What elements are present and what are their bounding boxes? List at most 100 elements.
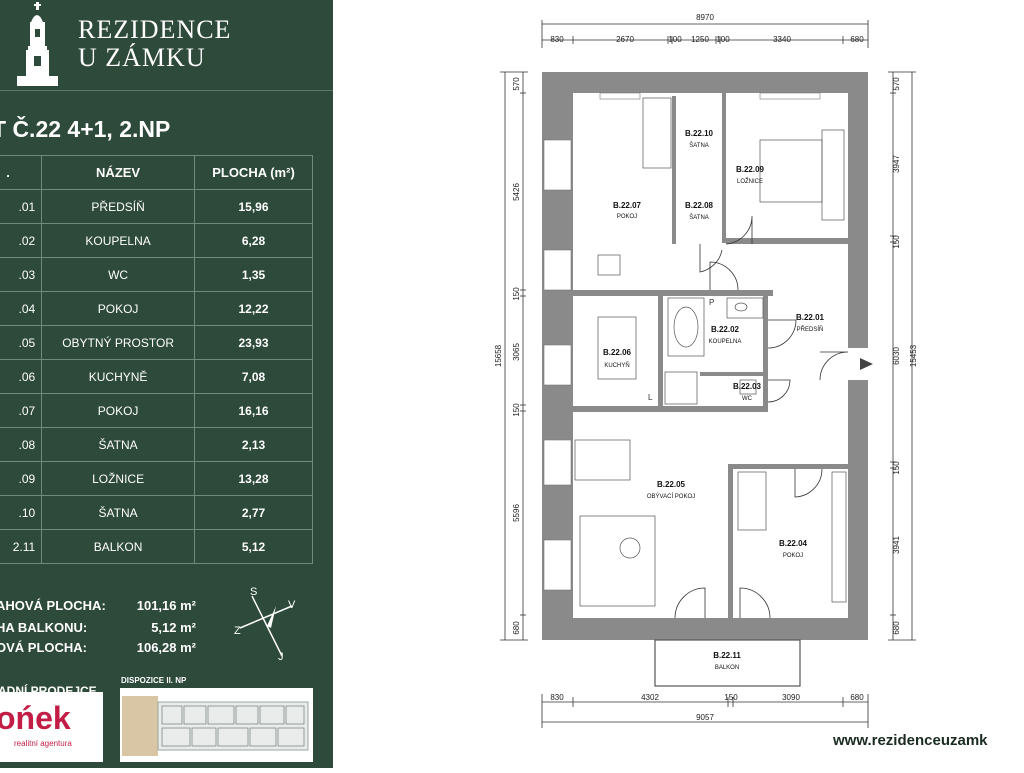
dim-top-total: 8970: [696, 13, 714, 22]
castle-tower-logo-icon: [17, 2, 58, 86]
agency-logo-text: ońek: [0, 700, 71, 736]
room-name: KUCHYNĚ: [41, 359, 195, 394]
room-code-02: B.22.02: [711, 325, 740, 334]
room-number: .04: [0, 291, 43, 326]
dim-top-4: 1250: [691, 35, 709, 44]
room-code-08: B.22.08: [685, 201, 714, 210]
room-name-03: WC: [742, 396, 753, 402]
room-number: .07: [0, 393, 43, 428]
dim-bottom-4: 3090: [782, 693, 800, 702]
floor-layout-label: DISPOZICE II. NP: [121, 676, 187, 685]
room-code-05: B.22.05: [657, 480, 686, 489]
exterior-walls: [542, 72, 868, 640]
dim-left-3: 150: [512, 287, 521, 301]
dim-right-6: 3941: [892, 536, 901, 554]
room-area: 2,13: [194, 427, 313, 462]
room-name-05: OBÝVACÍ POKOJ: [647, 493, 695, 500]
room-name-04: POKOJ: [783, 553, 803, 559]
dim-right-1: 570: [892, 77, 901, 91]
room-code-03: B.22.03: [733, 382, 762, 391]
dim-bottom-total: 9057: [696, 713, 714, 722]
room-number: 2.11: [0, 529, 43, 564]
dim-bottom-5: 680: [850, 693, 864, 702]
room-area: 15,96: [194, 189, 313, 224]
room-name-11: BALKON: [715, 665, 739, 671]
dim-left-7: 680: [512, 621, 521, 635]
dim-top-2: 2670: [616, 35, 634, 44]
dim-bottom-3: 150: [724, 693, 738, 702]
summary-label: OVÁ PLOCHA:: [0, 640, 87, 655]
room-name-10: ŠATNA: [689, 142, 709, 149]
room-number: .09: [0, 461, 43, 496]
compass-s-label: S: [250, 586, 257, 598]
brand-line-2: U ZÁMKU: [78, 43, 206, 72]
room-name-08: ŠATNA: [689, 214, 709, 221]
floor-plan-drawing: 8970 830 2670 100 1250 100 3340 680 830 …: [494, 13, 918, 728]
header-area: PLOCHA (m²): [194, 155, 313, 190]
website-link[interactable]: www.rezidenceuzamk: [833, 732, 988, 749]
dim-left-6: 5596: [512, 504, 521, 522]
dim-right-total: 15453: [909, 344, 918, 367]
dim-top-6: 3340: [773, 35, 791, 44]
summary-value: 106,28 m²: [136, 640, 196, 655]
room-number: .01: [0, 189, 43, 224]
room-area: 6,28: [194, 223, 313, 258]
compass-z-label: Z: [234, 625, 241, 637]
room-name: BALKON: [41, 529, 195, 564]
floor-plan-area: 8970 830 2670 100 1250 100 3340 680 830 …: [333, 0, 1024, 768]
fixture-l-label: L: [648, 393, 653, 402]
room-area: 1,35: [194, 257, 313, 292]
dim-top-7: 680: [850, 35, 864, 44]
room-code-10: B.22.10: [685, 129, 714, 138]
summary-value: 5,12 m²: [151, 620, 196, 635]
unit-heading: T Č.22 4+1, 2.NP: [0, 116, 171, 142]
room-code-09: B.22.09: [736, 165, 765, 174]
room-number: .05: [0, 325, 43, 360]
room-area: 12,22: [194, 291, 313, 326]
room-code-04: B.22.04: [779, 539, 808, 548]
entrance-arrow-icon: [860, 358, 873, 370]
table-header-row: . NÁZEV PLOCHA (m²): [0, 155, 313, 190]
room-area: 5,12: [194, 529, 313, 564]
room-area: 16,16: [194, 393, 313, 428]
room-name-07: POKOJ: [617, 214, 637, 220]
room-name-01: PŘEDSÍŇ: [797, 325, 824, 333]
room-name: LOŽNICE: [41, 461, 195, 496]
room-number: .08: [0, 427, 43, 462]
brand-title: REZIDENCE U ZÁMKU: [78, 16, 231, 72]
dim-left-total: 15658: [494, 344, 503, 367]
room-area: 2,77: [194, 495, 313, 530]
compass-icon: S V Z J: [234, 586, 296, 662]
header-number: .: [0, 155, 43, 190]
room-name: KOUPELNA: [41, 223, 195, 258]
header-name: NÁZEV: [41, 155, 195, 190]
room-name-02: KOUPELNA: [709, 339, 742, 345]
room-code-07: B.22.07: [613, 201, 642, 210]
divider: [0, 90, 333, 91]
summary-value: 101,16 m²: [136, 598, 196, 613]
dim-bottom-2: 4302: [641, 693, 659, 702]
dim-right-5: 150: [892, 461, 901, 475]
room-name: OBYTNÝ PROSTOR: [41, 325, 195, 360]
room-number: .10: [0, 495, 43, 530]
dim-left-1: 570: [512, 77, 521, 91]
floor-layout-thumbnail-image: [122, 696, 309, 756]
room-name: POKOJ: [41, 291, 195, 326]
dim-right-3: 150: [892, 235, 901, 249]
room-area: 13,28: [194, 461, 313, 496]
room-name: PŘEDSÍŇ: [41, 189, 195, 224]
room-name: ŠATNA: [41, 427, 195, 462]
floor-layout-thumbnail: [120, 688, 313, 762]
dim-left-5: 150: [512, 403, 521, 417]
